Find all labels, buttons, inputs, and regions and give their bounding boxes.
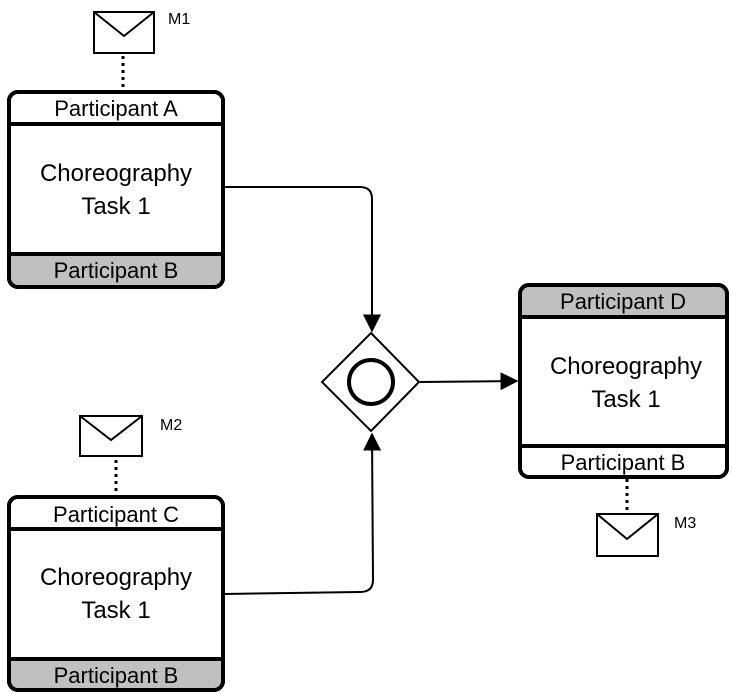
- task-name-line1: Choreography: [40, 160, 192, 187]
- task-name-line2: Task 1: [81, 193, 150, 220]
- sequence-flow-task2-to-gateway[interactable]: [223, 432, 382, 595]
- participant-label-bottom: Participant B: [561, 450, 686, 475]
- participant-label-top: Participant D: [560, 289, 686, 314]
- task-name-line1: Choreography: [550, 353, 702, 380]
- task-name-line1: Choreography: [40, 564, 192, 591]
- participant-band-top-d-fill: [520, 285, 727, 317]
- task-border: [7, 90, 225, 289]
- message-label: M1: [168, 11, 190, 28]
- message-label: M2: [160, 417, 182, 434]
- envelope-icon: [93, 11, 155, 54]
- participant-band-bottom-b-fill: [520, 446, 727, 477]
- task-border: [7, 495, 225, 692]
- envelope-icon: [79, 415, 143, 457]
- choreography-task-2[interactable]: Participant C Choreography Task 1 Partic…: [7, 495, 225, 692]
- gateway-circle-icon: [347, 358, 395, 406]
- message-m2[interactable]: M2: [79, 415, 182, 457]
- participant-band-bottom-b-fill: [9, 659, 223, 690]
- participant-band-top-c-fill: [9, 497, 223, 529]
- task-name-line2: Task 1: [591, 386, 660, 413]
- participant-band-bottom-b-fill: [9, 254, 223, 287]
- sequence-flow-gateway-to-task3[interactable]: [419, 372, 519, 391]
- event-based-gateway[interactable]: [320, 331, 421, 433]
- message-m3[interactable]: M3: [596, 513, 696, 557]
- participant-label-top: Participant C: [53, 502, 179, 527]
- choreography-task-3[interactable]: Participant D Choreography Task 1 Partic…: [518, 283, 729, 479]
- sequence-flow-task1-to-gateway[interactable]: [224, 186, 381, 333]
- participant-label-bottom: Participant B: [54, 258, 179, 283]
- choreography-task-1[interactable]: Participant A Choreography Task 1 Partic…: [7, 90, 225, 289]
- envelope-icon: [596, 513, 659, 557]
- task-name-line2: Task 1: [81, 597, 150, 624]
- gateway-diamond: [320, 331, 421, 433]
- participant-band-top-a-fill: [9, 92, 223, 124]
- task-border: [518, 283, 729, 479]
- participant-label-bottom: Participant B: [54, 663, 179, 688]
- message-label: M3: [674, 515, 696, 532]
- message-m1[interactable]: M1: [93, 11, 190, 54]
- participant-label-top: Participant A: [54, 96, 178, 121]
